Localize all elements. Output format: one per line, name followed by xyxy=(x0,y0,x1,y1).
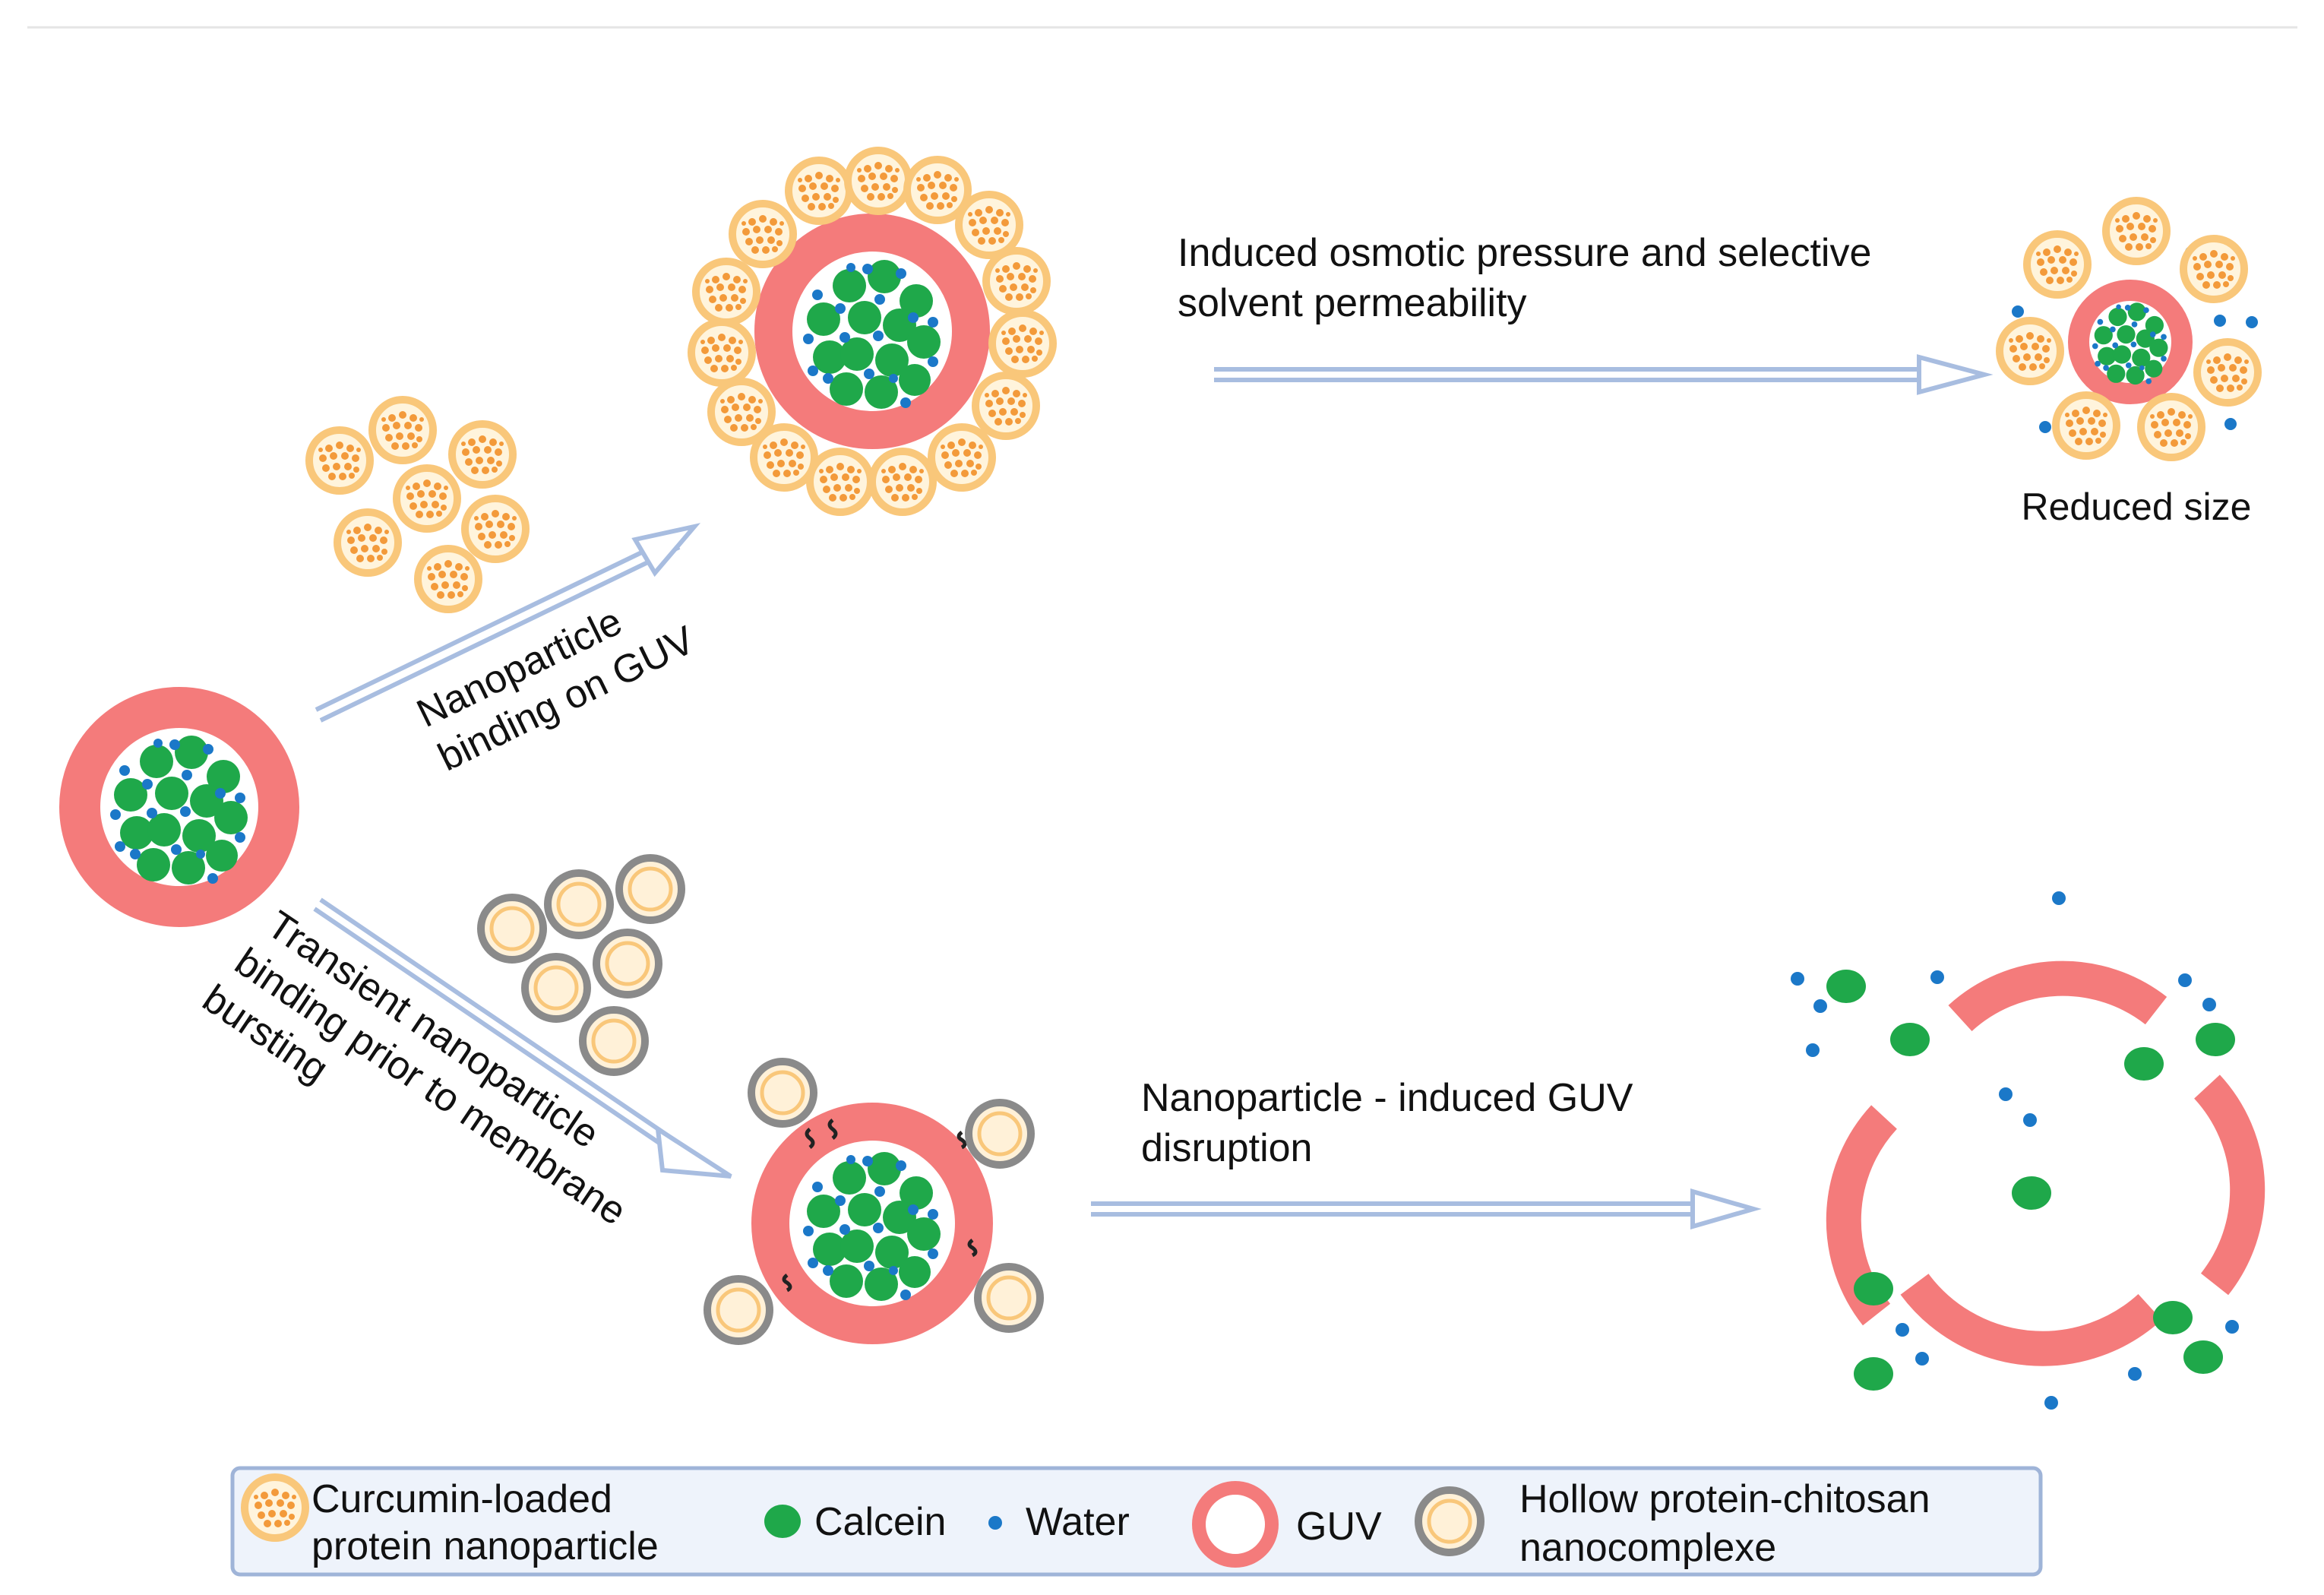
legend-hollow-label: Hollow protein-chitosan nanocomplexe xyxy=(1519,1477,1941,1570)
legend-guv-label: GUV xyxy=(1296,1505,1382,1549)
osmotic-label: Induced osmotic pressure and selective s… xyxy=(1178,231,1883,325)
legend-calcein-label: Calcein xyxy=(814,1500,946,1544)
disrupted-guv xyxy=(1791,891,2266,1410)
curcumin-nanoparticle-cluster xyxy=(309,400,526,609)
legend-water-label: Water xyxy=(1026,1500,1130,1544)
reduced-guv xyxy=(2000,201,2258,457)
arrow-transient xyxy=(313,897,732,1179)
guv-with-hollow xyxy=(707,1062,1040,1341)
legend-guv-icon xyxy=(1192,1481,1279,1568)
coated-guv xyxy=(691,150,1053,512)
initial-guv xyxy=(59,687,299,927)
disruption-label: Nanoparticle - induced GUV disruption xyxy=(1141,1076,1644,1170)
legend-calcein-icon xyxy=(764,1505,801,1538)
reduced-size-label: Reduced size xyxy=(2022,486,2252,528)
legend-box xyxy=(230,1466,2043,1577)
arrow-osmotic xyxy=(1214,354,1994,395)
binding-links xyxy=(782,1119,978,1293)
released-water xyxy=(1791,891,2239,1410)
released-calcein xyxy=(1826,970,2235,1391)
arrow-disruption xyxy=(1091,1188,1762,1229)
legend-hollow-icon xyxy=(1418,1490,1481,1552)
arrow-binding xyxy=(315,523,701,723)
legend-water-icon xyxy=(988,1516,1002,1530)
legend: Curcumin-loaded protein nanoparticle Cal… xyxy=(230,1466,2043,1577)
legend-curcumin-label: Curcumin-loaded protein nanoparticle xyxy=(311,1477,659,1568)
legend-curcumin-icon xyxy=(245,1477,305,1538)
